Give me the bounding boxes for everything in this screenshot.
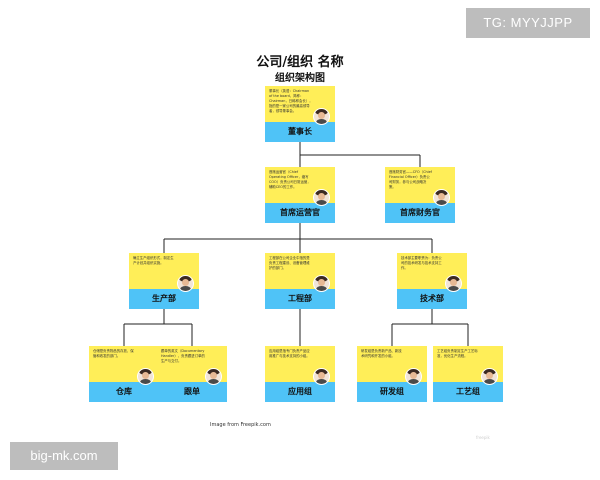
avatar [445, 275, 462, 292]
avatar [313, 189, 330, 206]
avatar [313, 275, 330, 292]
node-title: 首席财务官 [400, 208, 440, 217]
avatar [313, 368, 330, 385]
node-title: 应用组 [288, 387, 312, 396]
node-description: 工艺组负责制定生产工艺标准，优化生产流程。 [437, 349, 478, 358]
node-title: 工艺组 [456, 387, 480, 396]
chart-title: 公司/组织 名称 [256, 55, 344, 70]
node-title: 首席运营官 [280, 208, 320, 217]
image-credit: Image from Freepik.com [210, 422, 271, 428]
avatar [433, 189, 450, 206]
node-description: 工程部在公司企业中指的是负责工程建设、设备管理维护的部门。 [269, 256, 310, 270]
org-node-application: 应用组是指专门负责产品应用推广与技术支持的小组。 应用组 [265, 346, 335, 402]
node-description: 确立生产组织形式，制定生产计划并组织实施。 [133, 256, 174, 265]
org-node-order-tracking: 跟单的英文（Documentary Handler），负责跟进订单的生产与交付。… [157, 346, 227, 402]
node-title: 董事长 [288, 127, 312, 136]
node-description: 跟单的英文（Documentary Handler），负责跟进订单的生产与交付。 [161, 349, 205, 363]
node-description: 技术部主要职责为：负责公司的技术研发与技术支持工作。 [401, 256, 442, 270]
node-description: 应用组是指专门负责产品应用推广与技术支持的小组。 [269, 349, 310, 358]
avatar [137, 368, 154, 385]
org-node-tech: 技术部主要职责为：负责公司的技术研发与技术支持工作。 技术部 [397, 253, 467, 309]
org-node-rnd: 研发组是负责新产品、新技术研究和开发的小组。 研发组 [357, 346, 427, 402]
org-node-cfo: 首席财务官——CFO（Chief Financial Officer）负责公司财… [385, 167, 455, 223]
avatar [313, 108, 330, 125]
node-title: 研发组 [380, 387, 404, 396]
node-title: 跟单 [184, 387, 200, 396]
org-node-production: 确立生产组织形式，制定生产计划并组织实施。 生产部 [129, 253, 199, 309]
node-title: 技术部 [420, 294, 444, 303]
node-description: 董事长（英语：Chairman of the board，简称：Chairman… [269, 89, 313, 113]
watermark-bottom-left: big-mk.com [10, 442, 118, 470]
node-description: 首席运营官（Chief Operating Officer，缩写COO）负责公司… [269, 170, 311, 189]
org-node-coo: 首席运营官（Chief Operating Officer，缩写COO）负责公司… [265, 167, 335, 223]
watermark-top-right: TG: MYYJJPP [466, 8, 590, 38]
chart-subtitle: 组织架构图 [275, 73, 325, 84]
node-description: 仓储是负责物品的存放、保管和收发的部门。 [93, 349, 134, 358]
org-node-chairman: 董事长（英语：Chairman of the board，简称：Chairman… [265, 86, 335, 142]
node-title: 仓库 [116, 387, 132, 396]
org-node-warehouse: 仓储是负责物品的存放、保管和收发的部门。 仓库 [89, 346, 159, 402]
avatar [177, 275, 194, 292]
avatar [205, 368, 222, 385]
corner-mark: freepik [476, 435, 490, 440]
org-node-engineering: 工程部在公司企业中指的是负责工程建设、设备管理维护的部门。 工程部 [265, 253, 335, 309]
node-title: 生产部 [152, 294, 176, 303]
avatar [405, 368, 422, 385]
org-node-process: 工艺组负责制定生产工艺标准，优化生产流程。 工艺组 [433, 346, 503, 402]
avatar [481, 368, 498, 385]
node-description: 首席财务官——CFO（Chief Financial Officer）负责公司财… [389, 170, 432, 189]
node-title: 工程部 [288, 294, 312, 303]
node-description: 研发组是负责新产品、新技术研究和开发的小组。 [361, 349, 402, 358]
